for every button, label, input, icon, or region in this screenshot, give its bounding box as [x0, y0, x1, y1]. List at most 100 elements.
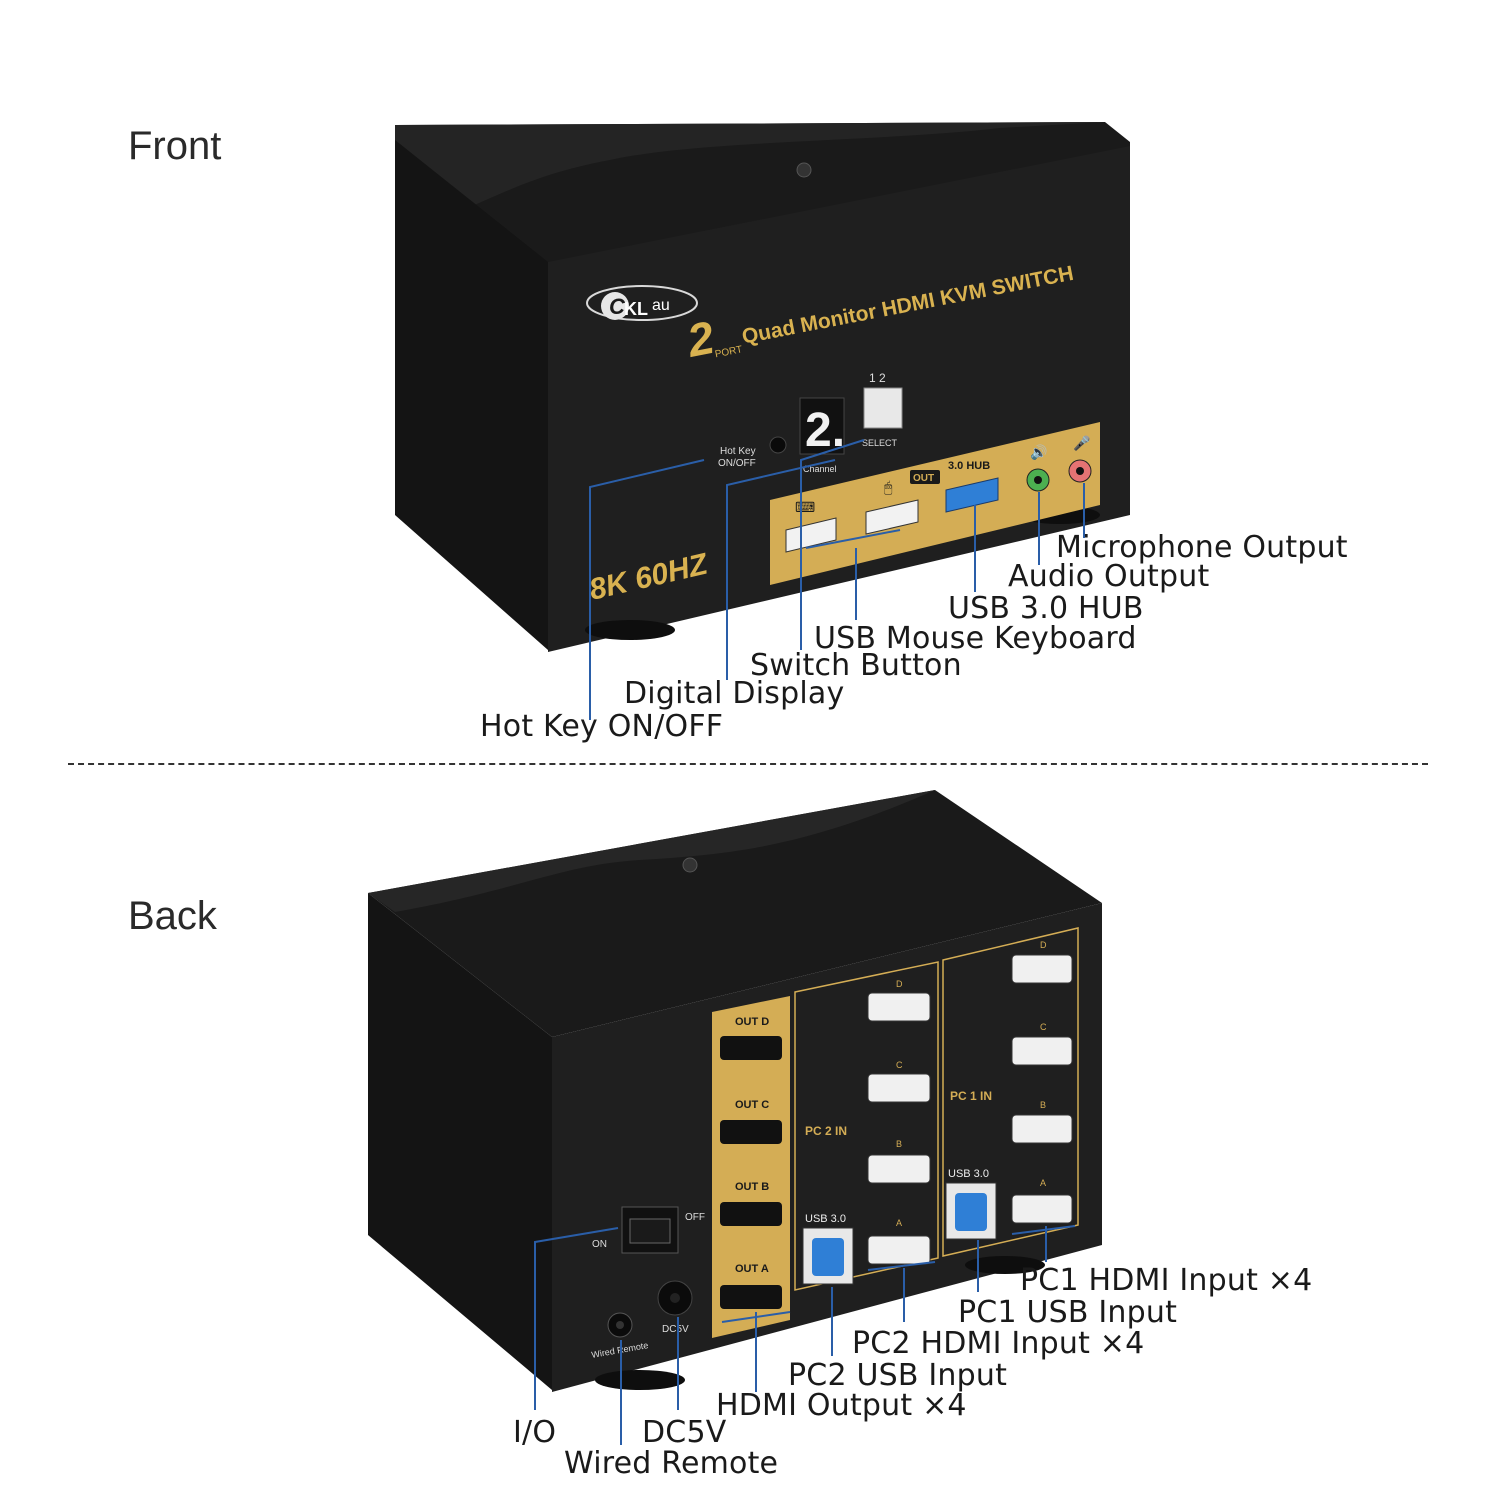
- brand-logo-kl: KL: [624, 299, 648, 319]
- callout-pc1-usb-input: PC1 USB Input: [958, 1295, 1178, 1330]
- pc2-panel: [794, 961, 939, 1291]
- back-lid-screw: [682, 857, 698, 873]
- callout-usb-mouse-keyboard: USB Mouse Keyboard: [814, 621, 1137, 656]
- switch-off-label: OFF: [685, 1212, 705, 1223]
- front-device-lid-curve: [395, 122, 1105, 228]
- out-d-label: OUT D: [735, 1016, 769, 1028]
- pc2-usb-port[interactable]: [812, 1238, 844, 1276]
- pc1-hdmi-a-port[interactable]: [1011, 1194, 1073, 1224]
- hdmi-out-a-port[interactable]: [720, 1285, 782, 1309]
- pc1-port-a-letter: A: [1040, 1178, 1046, 1188]
- callout-audio-output: Audio Output: [1008, 559, 1210, 594]
- switch-on-label: ON: [592, 1239, 607, 1250]
- pc2-hdmi-d-port[interactable]: [867, 992, 931, 1022]
- brand-logo: C KL au: [586, 285, 698, 321]
- front-lid-screw: [796, 162, 812, 178]
- dc-label: DC5V: [662, 1324, 689, 1335]
- hdmi-outputs: OUT D OUT C OUT B OUT A: [720, 1016, 782, 1309]
- callout-hdmi-output: HDMI Output ×4: [716, 1388, 967, 1423]
- usb-hub-label: 3.0 HUB: [948, 460, 990, 472]
- digital-display: [799, 397, 845, 455]
- back-leader-lines: [534, 1225, 1076, 1445]
- pc1-usb-port[interactable]: [955, 1193, 987, 1231]
- front-foot-left: [585, 620, 675, 640]
- back-device: OUT D OUT C OUT B OUT A PC 2 IN D C B A: [368, 790, 1102, 1445]
- out-c-label: OUT C: [735, 1099, 769, 1111]
- callout-hot-key: Hot Key ON/OFF: [480, 709, 724, 744]
- pc2-usb-label: USB 3.0: [805, 1213, 846, 1225]
- callout-dc5v: DC5V: [642, 1415, 727, 1450]
- select-top-label: 1 2: [869, 371, 886, 385]
- back-foot-right: [965, 1256, 1045, 1274]
- hotkey-button[interactable]: [769, 436, 787, 454]
- back-device-face: [552, 903, 1102, 1392]
- pc1-port-d-letter: D: [1040, 940, 1047, 950]
- callout-switch-button: Switch Button: [750, 648, 962, 683]
- pc1-hdmi-d-port[interactable]: [1011, 954, 1073, 984]
- out-label: OUT: [913, 473, 934, 484]
- pc1-panel: [942, 927, 1079, 1257]
- port-word: PORT: [714, 344, 743, 360]
- keyboard-icon: ⌨: [795, 499, 815, 515]
- mouse-icon: 🖱: [884, 479, 893, 495]
- pc1-hdmi-b-port[interactable]: [1011, 1114, 1073, 1144]
- audio-jack-hole: [1034, 476, 1042, 484]
- pc1-hdmi-c-port[interactable]: [1011, 1036, 1073, 1066]
- callout-pc2-usb-input: PC2 USB Input: [788, 1358, 1008, 1393]
- back-section-title: Back: [128, 894, 217, 938]
- pc2-hdmi-a-port[interactable]: [867, 1235, 931, 1265]
- microphone-jack-hole: [1076, 467, 1084, 475]
- hdmi-out-c-port[interactable]: [720, 1120, 782, 1144]
- digital-display-value: 2.: [805, 404, 845, 457]
- pc2-label: PC 2 IN: [805, 1124, 847, 1138]
- hdmi-out-d-port[interactable]: [720, 1036, 782, 1060]
- front-section-title: Front: [128, 124, 222, 168]
- front-gold-panel: [770, 422, 1100, 585]
- callout-usb-hub: USB 3.0 HUB: [948, 591, 1144, 626]
- pc1-inputs: PC 1 IN D C B A USB 3.0: [945, 940, 1073, 1240]
- pc2-inputs: PC 2 IN D C B A USB 3.0: [802, 979, 931, 1285]
- out-badge: [910, 470, 940, 484]
- callout-digital-display: Digital Display: [624, 676, 845, 711]
- hdmi-out-b-port[interactable]: [720, 1202, 782, 1226]
- pc2-port-d-letter: D: [896, 979, 903, 989]
- hotkey-label-line1: Hot Key: [720, 446, 756, 457]
- pc1-port-c-letter: C: [1040, 1022, 1047, 1032]
- digital-display-label: Channel: [803, 464, 837, 474]
- back-lid-curve: [368, 790, 935, 912]
- usb-mouse-port[interactable]: [865, 499, 919, 535]
- pc1-label: PC 1 IN: [950, 1089, 992, 1103]
- brand-logo-au: au: [652, 297, 670, 314]
- svg-text:C: C: [609, 294, 626, 319]
- select-button[interactable]: [863, 387, 903, 429]
- back-device-left-side: [368, 893, 552, 1390]
- callout-wired-remote: Wired Remote: [564, 1446, 779, 1481]
- select-label: SELECT: [862, 438, 898, 448]
- pc2-hdmi-c-port[interactable]: [867, 1073, 931, 1103]
- hdmi-output-panel: [712, 996, 790, 1338]
- pc2-port-c-letter: C: [896, 1060, 903, 1070]
- callout-microphone-output: Microphone Output: [1056, 530, 1348, 565]
- out-b-label: OUT B: [735, 1181, 769, 1193]
- back-device-top: [368, 790, 1102, 1037]
- usb-keyboard-port[interactable]: [785, 517, 837, 553]
- microphone-icon: 🎤: [1073, 434, 1091, 452]
- out-a-label: OUT A: [735, 1263, 769, 1275]
- section-divider: [68, 763, 1428, 765]
- pc2-hdmi-b-port[interactable]: [867, 1154, 931, 1184]
- hotkey-label-line2: ON/OFF: [718, 458, 756, 469]
- callout-pc1-hdmi-input: PC1 HDMI Input ×4: [1020, 1263, 1313, 1298]
- callout-io: I/O: [513, 1415, 557, 1450]
- pc2-port-a-letter: A: [896, 1218, 902, 1228]
- speaker-icon: 🔊: [1030, 443, 1047, 461]
- back-foot-left: [595, 1370, 685, 1390]
- front-device: C KL au 2 PORT Quad Monitor HDMI KVM SWI…: [395, 122, 1130, 720]
- usb-hub-port[interactable]: [945, 477, 999, 513]
- callout-pc2-hdmi-input: PC2 HDMI Input ×4: [852, 1326, 1145, 1361]
- front-device-left-side: [395, 140, 548, 650]
- pc2-port-b-letter: B: [896, 1139, 902, 1149]
- pc1-usb-label: USB 3.0: [948, 1168, 989, 1180]
- pc1-port-b-letter: B: [1040, 1100, 1046, 1110]
